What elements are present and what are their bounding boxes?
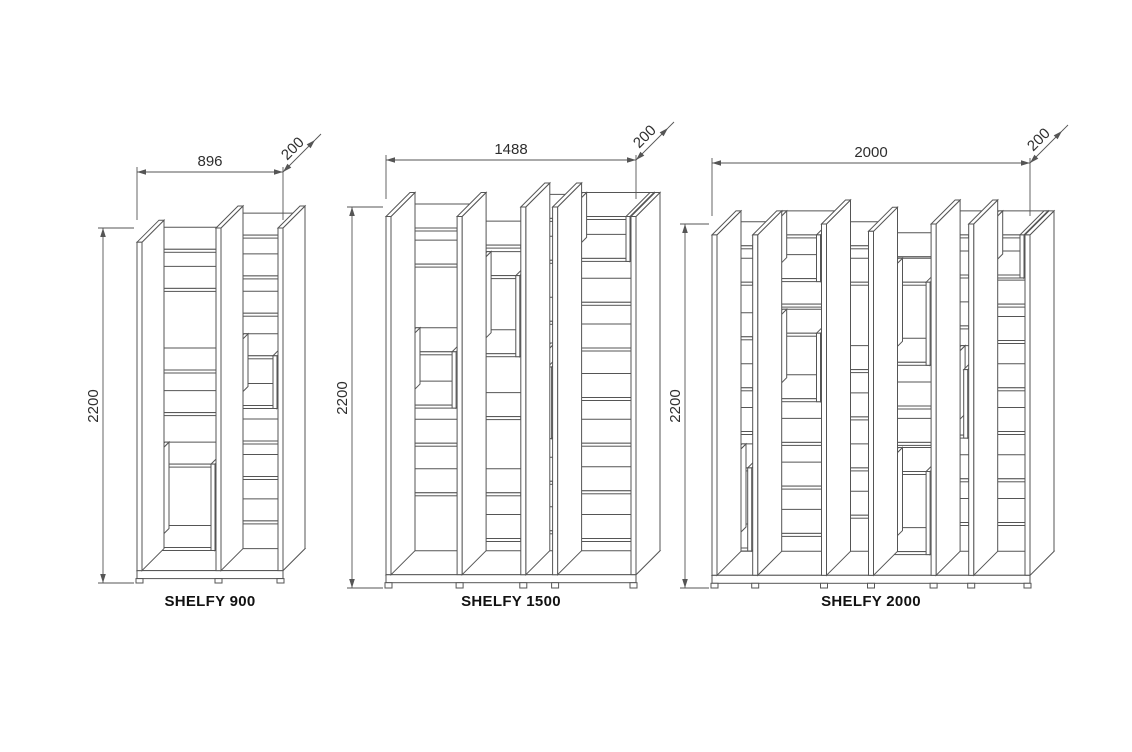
shelfy-2000-height-dim-label: 2200 xyxy=(667,389,684,422)
shelfy-1500-width-dim-label: 1488 xyxy=(494,141,527,158)
shelfy-2000-drawing xyxy=(680,124,1069,589)
shelfy-1500-drawing xyxy=(347,121,675,589)
dimension-labels: 896 200 2200 SHELFY 900 1488 200 2200 SH… xyxy=(85,122,1054,610)
shelfy-900-caption: SHELFY 900 xyxy=(164,593,255,610)
shelfy-1500-depth-dim-label: 200 xyxy=(630,122,660,152)
shelfy-900-width-dim-label: 896 xyxy=(197,153,222,170)
shelfy-1500-height-dim-label: 2200 xyxy=(334,381,351,414)
shelfy-2000-depth-dim-label: 200 xyxy=(1024,125,1054,155)
shelfy-2000-caption: SHELFY 2000 xyxy=(821,593,921,610)
shelfy-900-drawing xyxy=(98,133,322,584)
shelfy-2000-width-dim-label: 2000 xyxy=(854,144,887,161)
shelfy-1500-caption: SHELFY 1500 xyxy=(461,593,561,610)
shelfy-900-depth-dim-label: 200 xyxy=(278,134,308,164)
shelfy-900-height-dim-label: 2200 xyxy=(85,389,102,422)
